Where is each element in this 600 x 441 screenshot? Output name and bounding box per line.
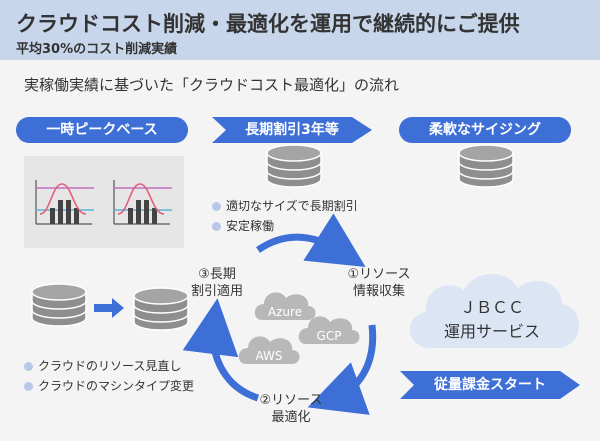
phase2-arrow bbox=[212, 117, 372, 143]
cycle-arrow bbox=[182, 298, 260, 402]
phase1-label: 一時ピークベース bbox=[46, 122, 158, 138]
phase3-label: 柔軟なサイジング bbox=[429, 122, 541, 138]
cycle-arrow bbox=[307, 324, 377, 415]
service-label-line2: 運用サービス bbox=[443, 322, 540, 341]
service-label-line1: ＪＢＣＣ bbox=[459, 298, 524, 317]
page-title: クラウドコスト削減・最適化を運用で継続的にご提供 bbox=[16, 12, 520, 36]
list-item: 安定稼働 bbox=[210, 216, 358, 236]
service-cloud-shape bbox=[409, 273, 579, 348]
cycle-step-3-line2: 割引適用 bbox=[190, 284, 243, 299]
billing-arrow bbox=[400, 371, 580, 399]
cycle-step-1-line2: 情報収集 bbox=[352, 284, 405, 299]
phase2-points: 適切なサイズで長期割引 安定稼働 bbox=[210, 196, 358, 236]
cycle-step-2-line2: 最適化 bbox=[271, 410, 311, 425]
list-item: クラウドのマシンタイプ変更 bbox=[22, 376, 194, 396]
cycle-arrow bbox=[256, 213, 366, 268]
database-icon bbox=[266, 144, 322, 188]
flow-title: 実稼働実績に基づいた「クラウドコスト最適化」の流れ bbox=[24, 76, 400, 94]
aws-label: AWS bbox=[255, 349, 283, 363]
azure-label: Azure bbox=[267, 305, 303, 319]
migrate-arrow bbox=[94, 298, 124, 318]
phase3-pill bbox=[399, 117, 571, 143]
list-item: クラウドのリソース見直し bbox=[22, 356, 194, 376]
gcp-cloud-icon bbox=[298, 316, 360, 344]
page-subtitle: 平均30%のコスト削減実績 bbox=[16, 42, 178, 57]
header-banner: クラウドコスト削減・最適化を運用で継続的にご提供 平均30%のコスト削減実績 bbox=[0, 0, 600, 60]
gcp-label: GCP bbox=[316, 329, 342, 343]
database-icon bbox=[458, 144, 514, 188]
service-label: ＪＢＣＣ 運用サービス bbox=[418, 296, 566, 344]
cycle-step-2: ②リソース 最適化 bbox=[246, 392, 336, 426]
list-item: 適切なサイズで長期割引 bbox=[210, 196, 358, 216]
cycle-step-1: ①リソース 情報収集 bbox=[334, 266, 424, 300]
cycle-step-3: ③長期 割引適用 bbox=[174, 266, 260, 300]
phase1-pill bbox=[16, 117, 188, 143]
chart-panel bbox=[24, 156, 184, 248]
azure-cloud-icon bbox=[254, 292, 316, 320]
phase2-label: 長期割引3年等 bbox=[245, 122, 339, 138]
cycle-step-3-line1: ③長期 bbox=[198, 267, 236, 282]
cycle-step-1-line1: ①リソース bbox=[347, 267, 411, 282]
billing-label: 従量課金スタート bbox=[434, 377, 546, 393]
database-icon bbox=[31, 283, 87, 327]
cycle-step-2-line1: ②リソース bbox=[259, 393, 323, 408]
bottom-points: クラウドのリソース見直し クラウドのマシンタイプ変更 bbox=[22, 356, 194, 396]
aws-cloud-icon bbox=[238, 336, 300, 364]
